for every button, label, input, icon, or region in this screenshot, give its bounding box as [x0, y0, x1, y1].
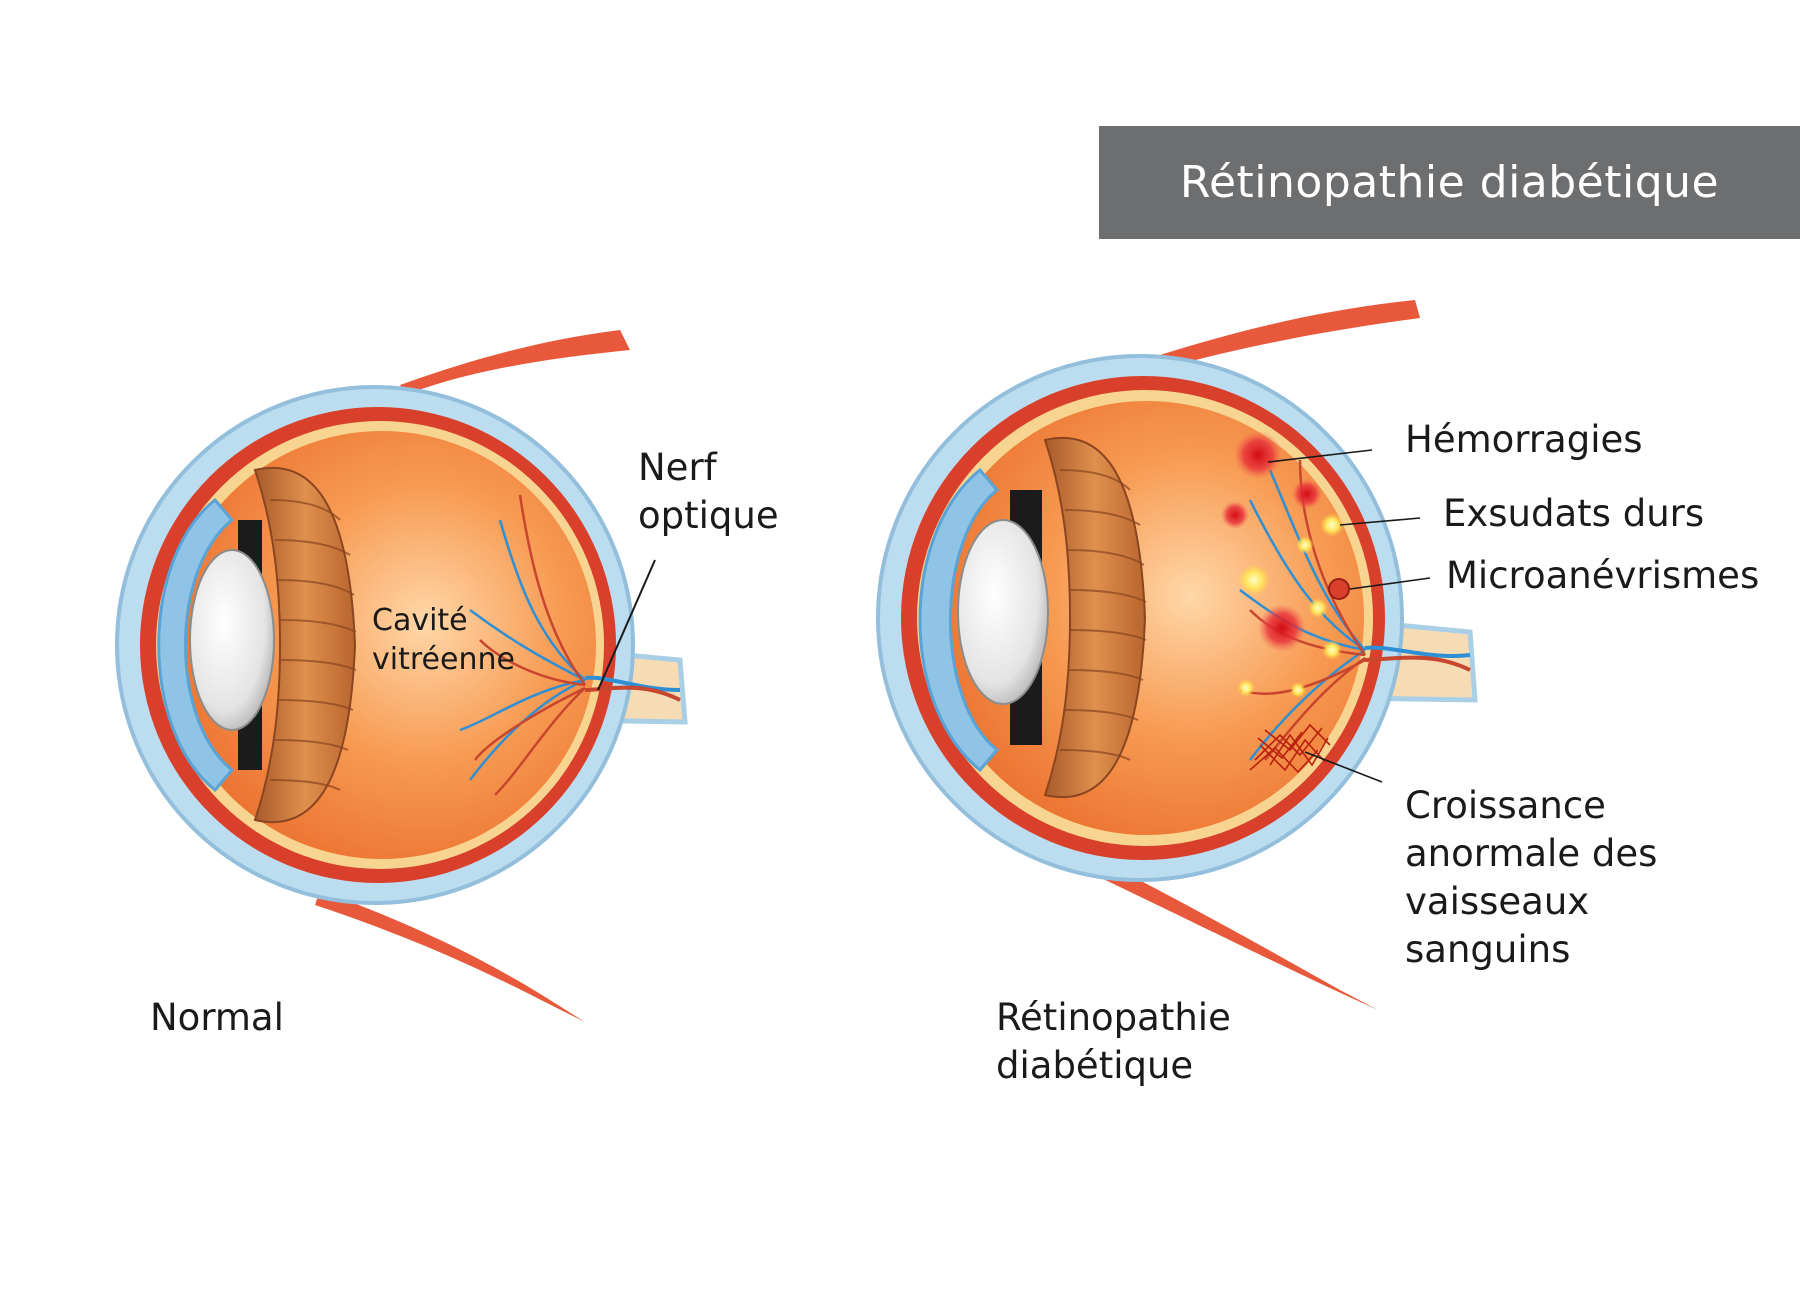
exudate-spot	[1237, 679, 1255, 697]
diabetic-eye	[876, 300, 1478, 1010]
ciliary-body	[1043, 437, 1147, 799]
hemorrhage-pointer	[1267, 449, 1373, 463]
growth-label-line4: sanguins	[1405, 928, 1571, 971]
vitreous-cavity-label: Cavité vitréenne	[372, 601, 515, 679]
hard-exudates	[1237, 513, 1344, 698]
nerve-label: Nerf optique	[638, 444, 779, 540]
retinal-vessels	[459, 494, 681, 796]
growth-label-line2: anormale des	[1405, 832, 1658, 875]
exudate-spot	[1296, 536, 1314, 554]
upper-muscle	[1160, 300, 1420, 368]
cornea	[918, 467, 1000, 773]
microaneurysms-label: Microanévrismes	[1446, 554, 1760, 597]
hemorrhage-spot	[1234, 431, 1282, 479]
annotation-pointers	[1267, 449, 1431, 783]
exudate-pointer	[1339, 517, 1421, 526]
banner-title: Rétinopathie diabétique	[1179, 157, 1720, 208]
exudates-label: Exsudats durs	[1443, 492, 1705, 535]
nerve-label-line1: Nerf	[638, 446, 717, 489]
growth-label-line1: Croissance	[1405, 784, 1606, 827]
ciliary-body	[253, 466, 357, 824]
growth-label-line3: vaisseaux	[1405, 880, 1590, 923]
nerve-pointer	[597, 559, 656, 691]
normal-eye	[115, 330, 688, 1022]
lens	[189, 549, 275, 731]
hemorrhage-spot	[1258, 604, 1306, 652]
lens	[957, 519, 1049, 705]
cavity-label-line2: vitréenne	[372, 642, 515, 677]
exudate-spot	[1308, 598, 1328, 618]
lower-muscle	[315, 890, 585, 1022]
cavity-label-line1: Cavité	[372, 603, 468, 638]
microaneurysm-pointer	[1349, 577, 1431, 590]
hemorrhages	[1221, 431, 1322, 652]
exudate-spot	[1320, 513, 1344, 537]
nerve-label-line2: optique	[638, 494, 779, 537]
abnormal-vessel-growth	[1249, 723, 1331, 774]
title-banner: Rétinopathie diabétique	[1099, 126, 1800, 239]
lower-muscle	[1095, 860, 1378, 1010]
diabetic-caption: Rétinopathie diabétique	[996, 994, 1231, 1090]
exudate-spot	[1238, 564, 1270, 596]
microaneurysm	[1328, 578, 1350, 600]
hemorrhage-spot	[1221, 501, 1249, 529]
growth-pointer	[1304, 751, 1383, 783]
hemorrhage-spot	[1292, 479, 1322, 509]
abnormal-growth-label: Croissance anormale des vaisseaux sangui…	[1405, 782, 1657, 974]
cornea	[157, 497, 235, 793]
diabetic-caption-line1: Rétinopathie	[996, 996, 1231, 1039]
exudate-spot	[1290, 682, 1306, 698]
exudate-spot	[1322, 640, 1342, 660]
hemorrhages-label: Hémorragies	[1405, 418, 1643, 461]
upper-muscle	[400, 330, 630, 395]
diabetic-caption-line2: diabétique	[996, 1044, 1194, 1087]
normal-caption: Normal	[150, 996, 284, 1039]
